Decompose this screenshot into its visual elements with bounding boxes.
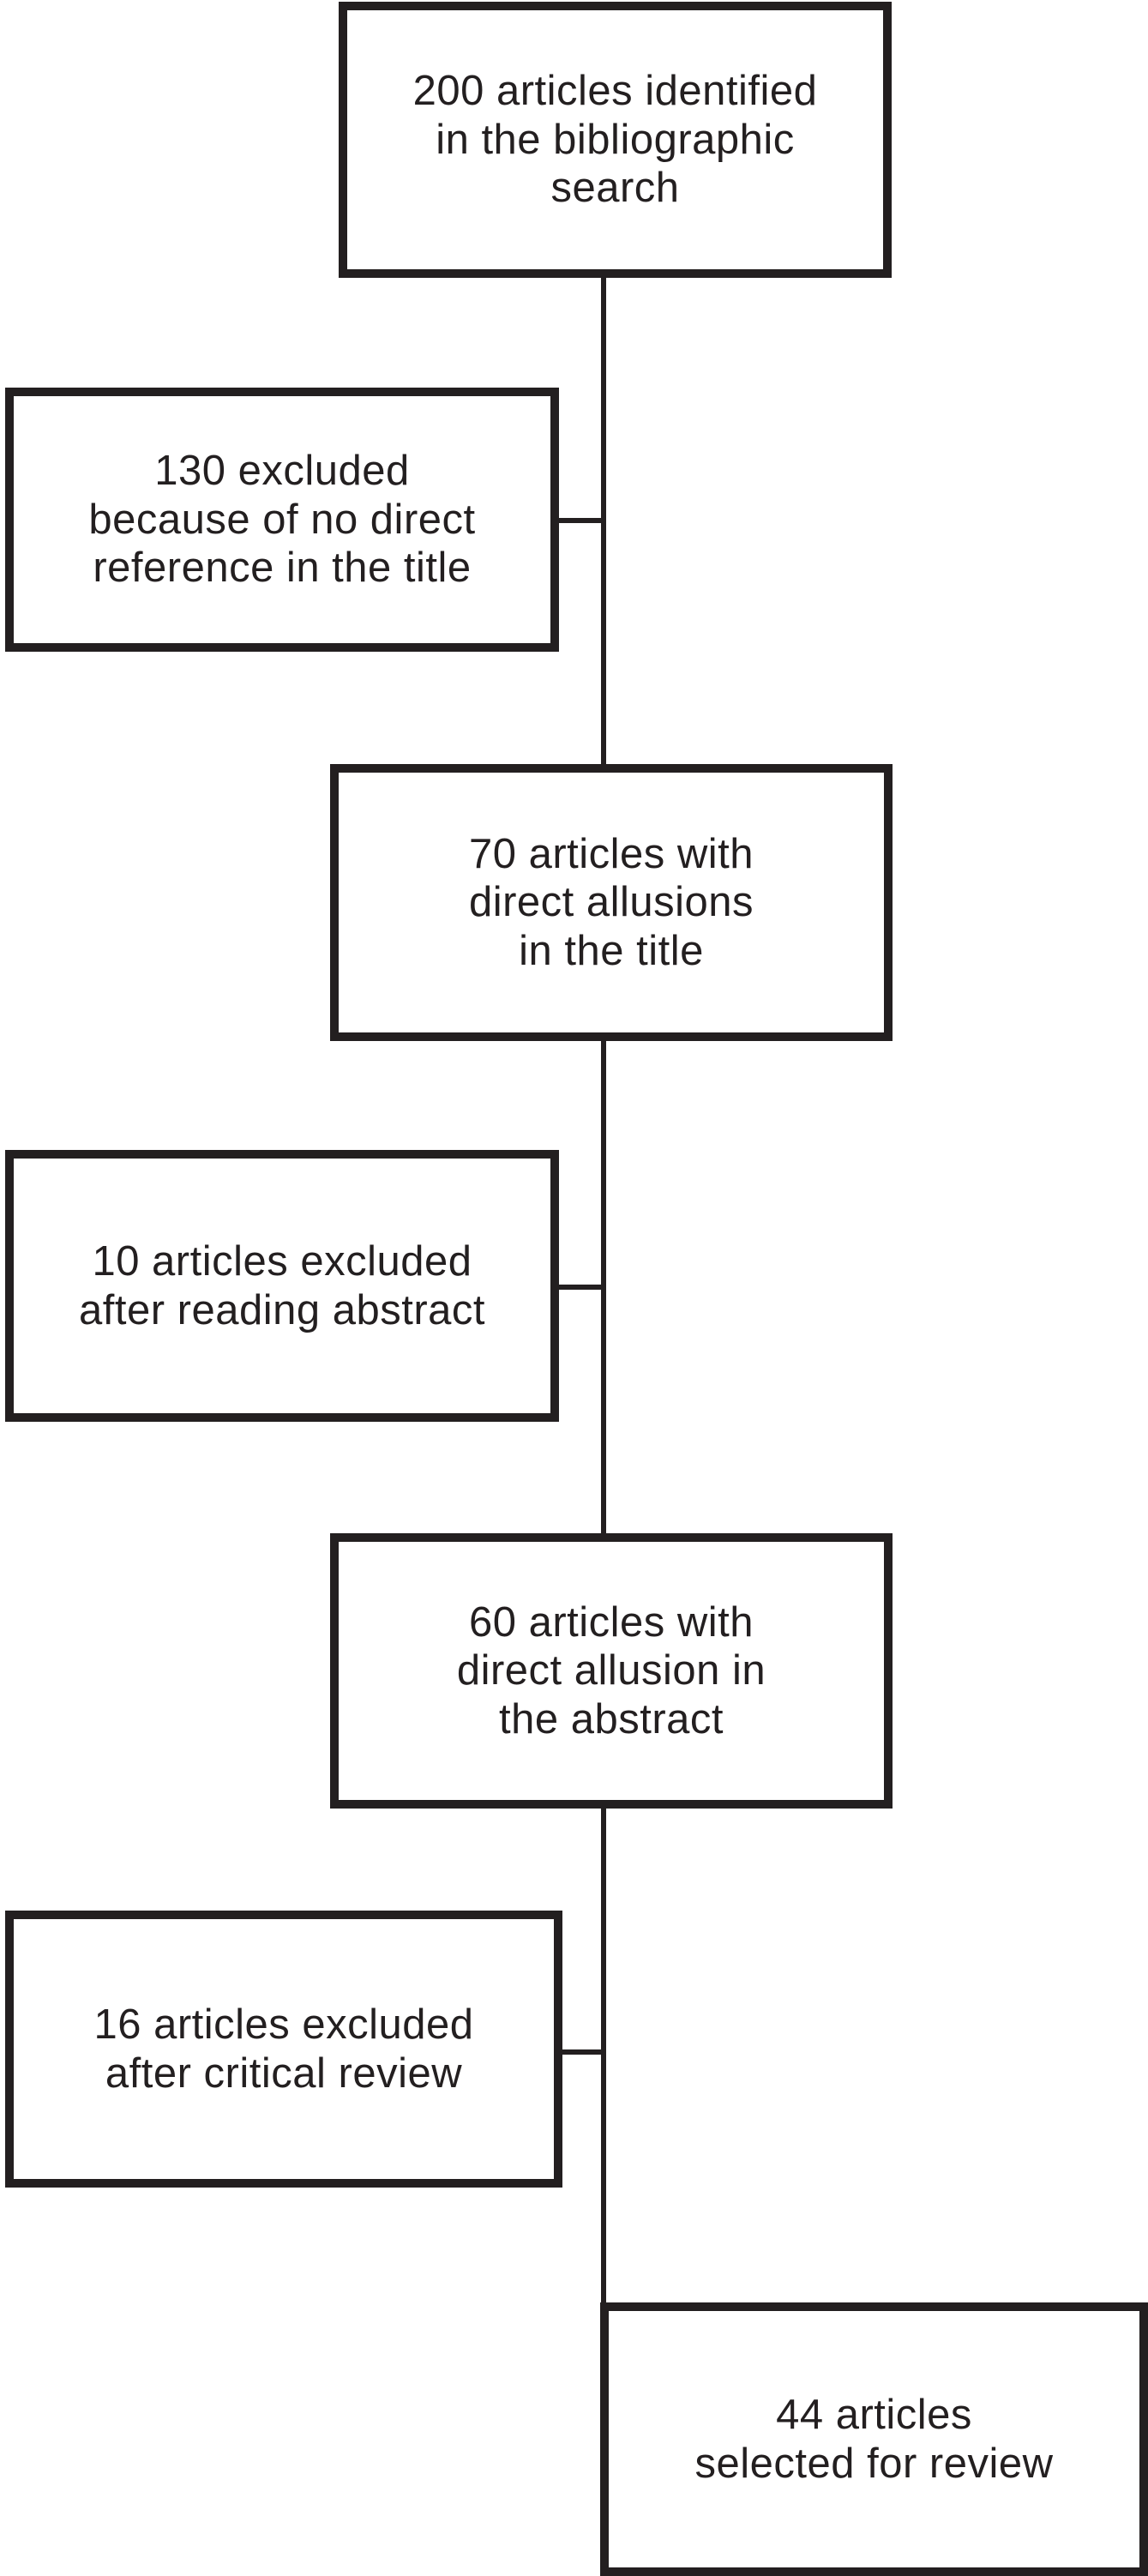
flow-box-title-allusions: 70 articles with direct allusions in the… bbox=[330, 764, 893, 1041]
connector-excluded-abstract bbox=[557, 1285, 606, 1290]
spine-connector-line bbox=[601, 276, 606, 2304]
connector-excluded-review bbox=[561, 2049, 606, 2055]
connector-excluded-title bbox=[557, 518, 606, 523]
flow-box-excluded-after-abstract: 10 articles excluded after reading abstr… bbox=[5, 1150, 559, 1422]
flow-box-excluded-no-title-reference: 130 excluded because of no direct refere… bbox=[5, 388, 559, 652]
flow-box-abstract-allusion: 60 articles with direct allusion in the … bbox=[330, 1533, 893, 1809]
flow-box-selected-for-review: 44 articles selected for review bbox=[600, 2302, 1148, 2576]
flow-box-excluded-after-review: 16 articles excluded after critical revi… bbox=[5, 1911, 562, 2188]
flow-box-articles-identified: 200 articles identified in the bibliogra… bbox=[339, 2, 892, 278]
